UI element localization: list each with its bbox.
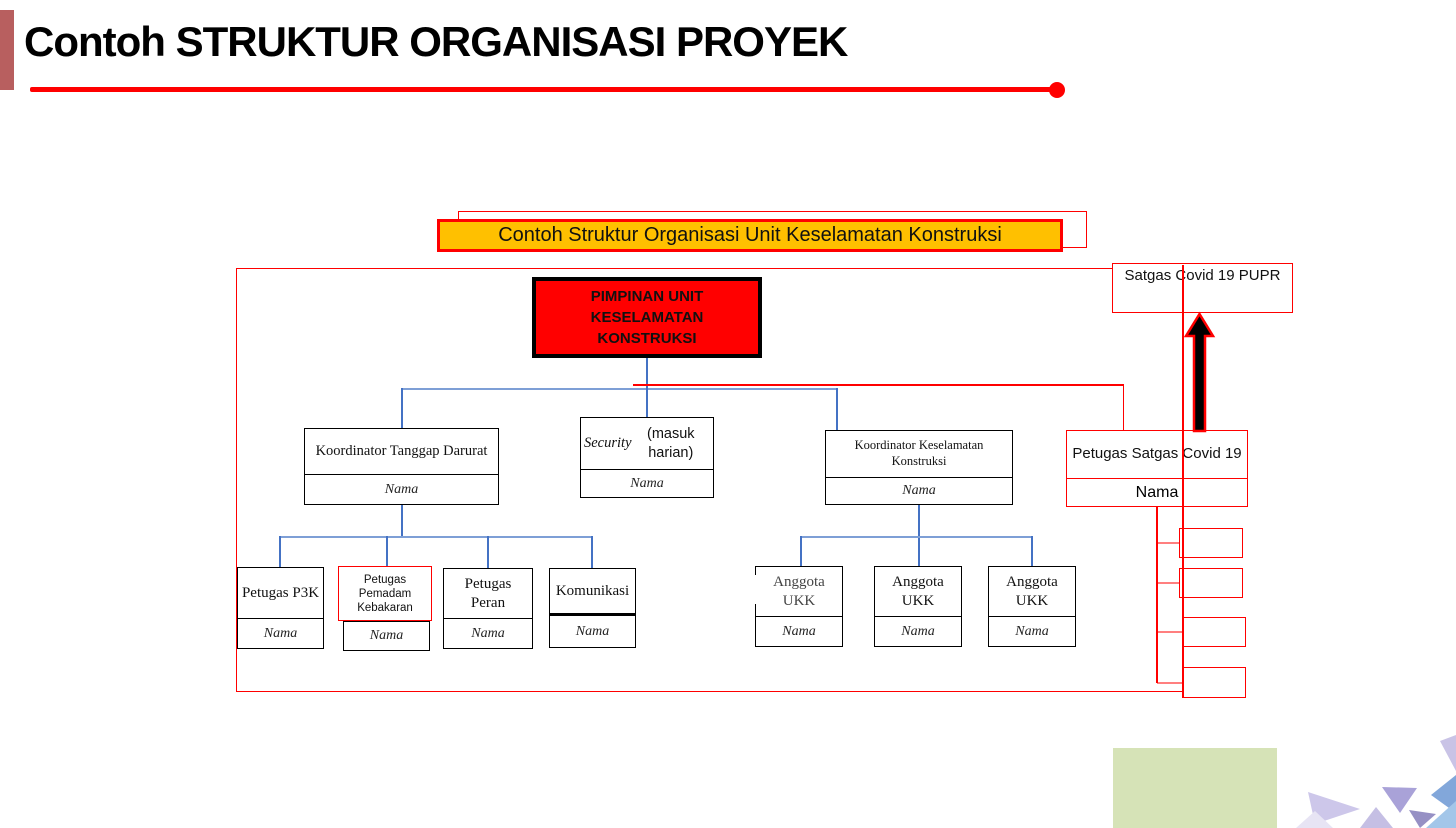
empty-slot-box-3 [1182,617,1246,647]
connector-left-team-horizontal [279,536,593,538]
org-box-pimpinan-unit: PIMPINAN UNIT KESELAMATAN KONSTRUKSI [532,277,762,358]
connector-red-horizontal [633,384,1124,386]
root-line-1: PIMPINAN UNIT [590,288,704,305]
root-line-2: KESELAMATAN [590,309,704,326]
box-name: Nama [369,628,404,643]
connector-level2-horizontal [401,388,838,390]
up-arrow-icon [1183,311,1216,433]
diagram-banner: Contoh Struktur Organisasi Unit Keselama… [437,219,1063,252]
security-title-italic: Security [584,435,632,452]
title-underline [30,87,1052,92]
box-name: Nama [989,616,1075,646]
box-title: Petugas Satgas Covid 19 [1072,445,1242,463]
connector-kkk-down [918,505,920,566]
connector-drop-peran [487,536,489,568]
right-tick-1 [1157,542,1181,544]
root-line-3: KONSTRUKSI [597,330,697,347]
connector-drop-p3k [279,536,281,568]
org-box-anggota-ukk-3: Anggota UKK Nama [988,566,1076,647]
connector-root-down [646,358,648,388]
org-box-security: Security (masuk harian) Nama [580,417,714,498]
box-title: Petugas Pemadam Kebakaran [357,573,413,614]
box-title: Koordinator Tanggap Darurat [315,443,488,460]
right-tick-3 [1157,631,1184,633]
overlap-artifact [752,575,759,604]
org-box-anggota-ukk-1: Anggota UKK Nama [755,566,843,647]
title-accent-bar [0,10,14,90]
page-title: Contoh STRUKTUR ORGANISASI PROYEK [24,18,848,65]
security-title-rest: (masuk harian) [646,426,695,461]
connector-drop-pemadam [386,536,388,566]
box-name: Nama [875,616,961,646]
box-title: Petugas P3K [241,584,320,601]
right-tick-4 [1157,682,1184,684]
right-tick-2 [1157,582,1181,584]
box-title: Petugas Peran [464,575,512,611]
box-title: Security (masuk harian) [581,418,713,469]
connector-drop-ktd [401,388,403,428]
org-box-petugas-peran: Petugas Peran Nama [443,568,533,649]
box-title: Anggota UKK [1006,573,1058,609]
title-underline-dot [1049,82,1065,98]
box-name: Nama [550,613,635,647]
org-box-koordinator-tanggap-darurat: Koordinator Tanggap Darurat Nama [304,428,499,505]
box-title: Koordinator Keselamatan Konstruksi [854,438,984,468]
org-box-petugas-pemadam-name: Nama [343,621,430,651]
box-title: Anggota UKK [892,573,944,609]
right-vertical-line [1182,265,1184,698]
empty-slot-box-2 [1179,568,1243,598]
org-box-petugas-pemadam: Petugas Pemadam Kebakaran [338,566,432,621]
connector-drop-komunikasi [591,536,593,568]
connector-right-team-horizontal [800,536,1033,538]
triangle-mosaic-decor-icon [1296,735,1456,828]
right-spine-line [1156,507,1158,683]
org-box-petugas-p3k: Petugas P3K Nama [237,567,324,649]
box-title: Komunikasi [555,582,630,599]
box-name: Nama [826,477,1012,504]
org-box-anggota-ukk-2: Anggota UKK Nama [874,566,962,647]
box-name: Nama [756,616,842,646]
box-title: Anggota UKK [773,573,825,609]
diagram-frame [236,268,1183,692]
box-name: Nama [305,474,498,504]
connector-drop-anggota1 [800,536,802,566]
connector-ktd-down [401,505,403,536]
org-box-komunikasi: Komunikasi Nama [549,568,636,648]
connector-drop-security [646,388,648,417]
connector-drop-anggota3 [1031,536,1033,566]
connector-red-drop-satgas [1122,384,1124,430]
org-box-satgas-covid-pupr: Satgas Covid 19 PUPR [1112,263,1293,313]
box-name: Nama [1067,478,1247,506]
empty-slot-box-4 [1182,667,1246,698]
org-box-koordinator-keselamatan: Koordinator Keselamatan Konstruksi Nama [825,430,1013,505]
box-name: Nama [444,618,532,648]
box-name: Nama [238,618,323,648]
connector-drop-kkk [836,388,838,430]
green-decor-rect [1113,748,1277,828]
empty-slot-box-1 [1179,528,1243,558]
box-name: Nama [581,469,713,497]
org-box-petugas-satgas-covid: Petugas Satgas Covid 19 Nama [1066,430,1248,507]
